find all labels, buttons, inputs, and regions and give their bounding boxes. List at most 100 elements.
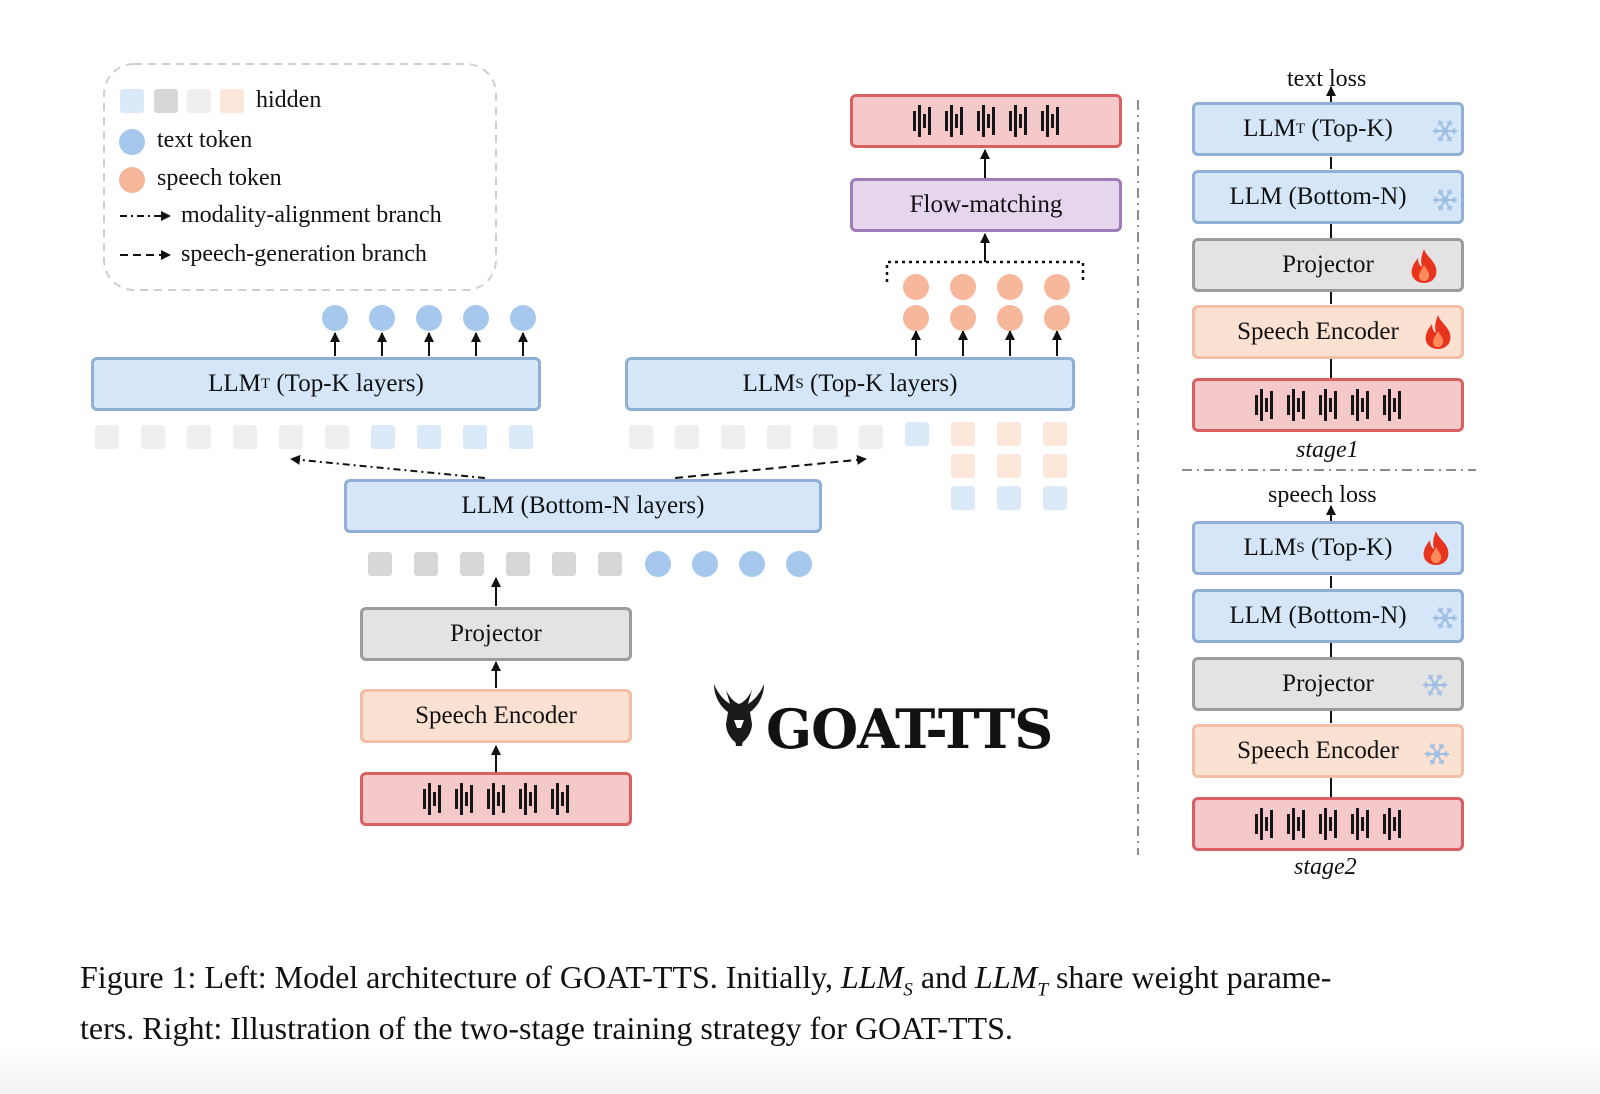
text-token-output [416, 305, 442, 331]
caption-line2: ters. Right: Illustration of the two-sta… [80, 1010, 1013, 1047]
caption-and: and [912, 959, 976, 995]
legend-hidden-swatch-peach [220, 89, 244, 113]
text-token-input [645, 551, 671, 577]
stage2-llm-s-rest: (Top-K) [1304, 534, 1393, 561]
speech-token-output [997, 274, 1023, 300]
page-bottom-shade [0, 1050, 1600, 1094]
goat-tts-logo-text: GOAT-TTS [766, 697, 1053, 761]
llm-t-rest: (Top-K layers) [270, 370, 424, 397]
hidden-state [997, 486, 1021, 510]
llm-bottom-n-box: LLM (Bottom-N layers) [344, 479, 822, 533]
hidden-state [233, 425, 257, 449]
stage2-label: stage2 [1294, 854, 1357, 880]
stage1-speech-encoder-box: Speech Encoder [1192, 305, 1464, 359]
stage1-waveform-box [1192, 378, 1464, 432]
projector-box: Projector [360, 607, 632, 661]
hidden-state [951, 486, 975, 510]
hidden-state [1043, 454, 1067, 478]
speech-hidden-token [552, 552, 576, 576]
snowflake-icon [1425, 743, 1449, 765]
speech-hidden-token [506, 552, 530, 576]
speech-hidden-token [368, 552, 392, 576]
caption-part2: share weight parame- [1047, 959, 1332, 995]
text-token-output [369, 305, 395, 331]
llm-s-rest: (Top-K layers) [803, 370, 958, 397]
waveform-icon [913, 105, 1059, 137]
speech-token-output [1044, 305, 1070, 331]
stage1-label: stage1 [1296, 437, 1359, 463]
caption-llmt: LLM [975, 959, 1038, 995]
stage2-speech-encoder-box: Speech Encoder [1192, 724, 1464, 778]
caption-llmt-sub: T [1037, 979, 1048, 1001]
speech-hidden-token [598, 552, 622, 576]
legend-hidden-swatch-blue [120, 89, 144, 113]
hidden-state [951, 422, 975, 446]
hidden-state [675, 425, 699, 449]
stage2-speech-loss-label: speech loss [1268, 482, 1377, 508]
hidden-state [629, 425, 653, 449]
hidden-state [95, 425, 119, 449]
stage1-llm-bottom-n-box: LLM (Bottom-N) [1192, 170, 1464, 224]
text-token-input [739, 551, 765, 577]
hidden-state [509, 425, 533, 449]
text-token-output [322, 305, 348, 331]
text-token-input [786, 551, 812, 577]
flame-icon [1411, 249, 1437, 283]
snowflake-icon [1433, 189, 1457, 211]
llm-t-sub: T [260, 375, 271, 392]
input-waveform-box [360, 772, 632, 826]
legend-modality-branch-label: modality-alignment branch [181, 202, 442, 228]
stage1-text-loss-label: text loss [1287, 66, 1367, 92]
snowflake-icon [1423, 674, 1447, 696]
stage1-llm-t-sub: T [1295, 120, 1306, 137]
legend-text-token-label: text token [157, 127, 253, 153]
flame-icon [1425, 315, 1451, 349]
speech-token-output [1044, 274, 1070, 300]
goat-icon [714, 684, 764, 746]
hidden-state [1043, 486, 1067, 510]
hidden-state [187, 425, 211, 449]
caption-llms-sub: S [903, 979, 913, 1001]
snowflake-icon [1433, 120, 1457, 142]
hidden-state [813, 425, 837, 449]
hidden-state [141, 425, 165, 449]
stage2-waveform-box [1192, 797, 1464, 851]
hidden-state [859, 425, 883, 449]
legend-text-token-dot [119, 129, 145, 155]
speech-encoder-box: Speech Encoder [360, 689, 632, 743]
speech-token-output [903, 274, 929, 300]
speech-token-output [903, 305, 929, 331]
legend-hidden-swatch-light [187, 89, 211, 113]
hidden-state [997, 454, 1021, 478]
llm-s-sub: S [795, 375, 804, 392]
waveform-icon [1255, 808, 1401, 840]
text-token-input [692, 551, 718, 577]
hidden-state [1043, 422, 1067, 446]
stage1-llm-t-rest: (Top-K) [1305, 115, 1393, 142]
speech-token-output [950, 305, 976, 331]
figure-caption: Figure 1: Left: Model architecture of GO… [80, 958, 1520, 1048]
legend-speech-branch-label: speech-generation branch [181, 241, 427, 267]
hidden-state [417, 425, 441, 449]
stage1-llm-t-main: LLM [1243, 115, 1296, 142]
hidden-state [325, 425, 349, 449]
hidden-state [905, 422, 929, 446]
legend-speech-token-dot [119, 167, 145, 193]
legend-hidden-swatch-gray [154, 89, 178, 113]
caption-part1: Figure 1: Left: Model architecture of GO… [80, 959, 841, 995]
legend-speech-token-label: speech token [157, 165, 282, 191]
snowflake-icon [1433, 607, 1457, 629]
hidden-state [463, 425, 487, 449]
output-waveform-box [850, 94, 1122, 148]
waveform-icon [1255, 389, 1401, 421]
text-token-output [463, 305, 489, 331]
stage2-projector-box: Projector [1192, 657, 1464, 711]
speech-hidden-token [414, 552, 438, 576]
waveform-icon [423, 783, 569, 815]
stage2-llm-s-main: LLM [1243, 534, 1297, 561]
